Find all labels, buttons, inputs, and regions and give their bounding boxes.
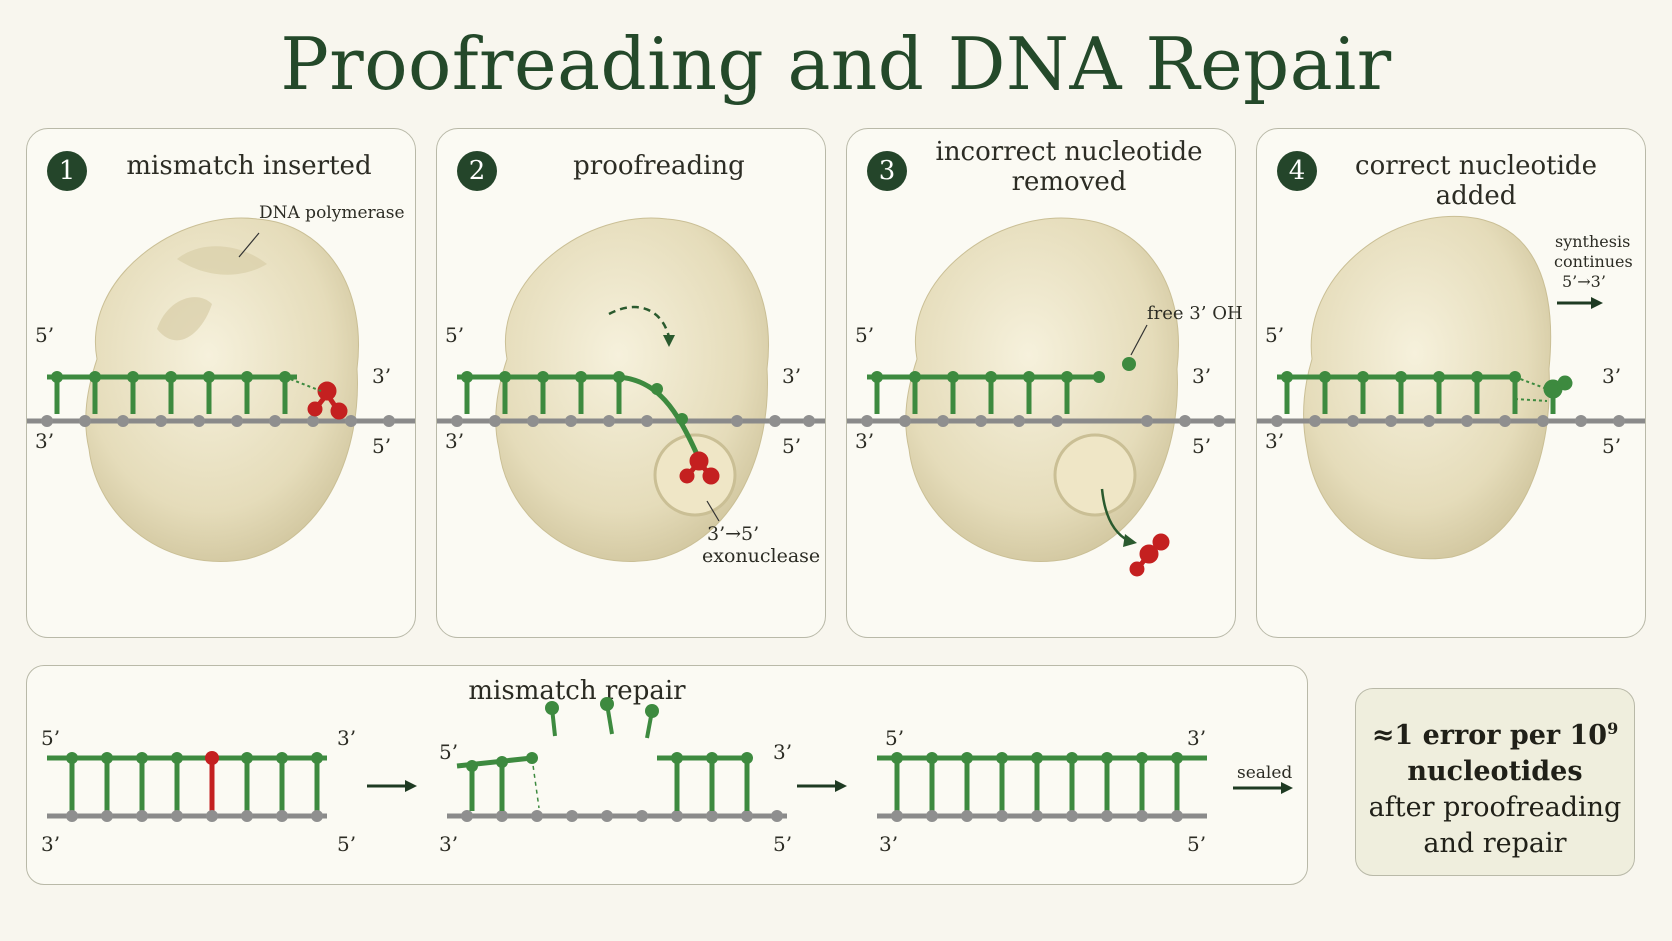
error-rate-line4: and repair — [1423, 828, 1567, 859]
mismatch-nucleotide — [205, 751, 219, 765]
panel-2-label: proofreading — [573, 151, 745, 181]
free-3-oh-label: free 3’ OH — [1147, 303, 1243, 324]
panel-2-illustration — [437, 217, 825, 562]
polymerase-body — [905, 217, 1179, 562]
synthesis-label: synthesis — [1555, 232, 1631, 251]
panel-1-label: mismatch inserted — [126, 151, 372, 181]
end-label: 3’ — [337, 726, 357, 750]
page-title: Proofreading and DNA Repair — [280, 22, 1392, 106]
error-rate-line3: after proofreading — [1368, 792, 1622, 823]
mismatch-nucleotide — [679, 451, 720, 485]
end-label: 3’ — [439, 832, 459, 856]
error-rate-exponent: 9 — [1607, 719, 1619, 738]
polymerase-body — [1303, 215, 1552, 560]
end-label: 5’ — [773, 832, 793, 856]
end-label: 3’ — [879, 832, 899, 856]
panel-3-label-line1: incorrect nucleotide — [935, 137, 1203, 167]
exonuclease-label: exonuclease — [702, 545, 821, 567]
mismatch-repair-panel: mismatch repair — [26, 665, 1308, 885]
end-label: 3’ — [773, 740, 793, 764]
panel-3-illustration — [847, 217, 1235, 577]
end-label: 3’ — [372, 364, 392, 388]
end-label: 3’ — [1192, 364, 1212, 388]
end-label: 5’ — [445, 323, 465, 347]
end-label: 5’ — [1192, 434, 1212, 458]
free-3-oh-dot — [1122, 357, 1136, 371]
error-rate-box: ≈1 error per 109 nucleotides after proof… — [1355, 688, 1635, 876]
exonuclease-pocket — [1053, 433, 1137, 517]
end-label: 5’ — [1602, 434, 1622, 458]
end-label: 5’ — [1265, 323, 1285, 347]
sealed-label: sealed — [1237, 763, 1293, 783]
step-number-4: 4 — [1277, 151, 1317, 191]
end-label: 3’ — [35, 429, 55, 453]
panel-incorrect-removed: 3 incorrect nucleotide removed free 3’ O… — [846, 128, 1243, 638]
panel-mismatch-inserted: 1 mismatch inserted DNA polymerase 5’ 3’… — [26, 128, 416, 638]
end-label: 3’ — [1187, 726, 1207, 750]
error-rate-text: ≈1 error per 10 — [1371, 720, 1608, 751]
direction-label: 5’→3’ — [1562, 272, 1606, 291]
repair-stage-resynthesis — [877, 752, 1207, 822]
polymerase-body — [85, 217, 359, 562]
panel-4-illustration — [1257, 215, 1645, 560]
repair-illustration — [47, 697, 1293, 822]
repair-title: mismatch repair — [468, 676, 686, 706]
panel-proofreading: 2 proofreading 3’→5’ exonuclease 5’ 3’ 3… — [436, 128, 826, 638]
end-label: 5’ — [35, 323, 55, 347]
end-label: 3’ — [855, 429, 875, 453]
end-label: 3’ — [1602, 364, 1622, 388]
continues-label: continues — [1554, 252, 1633, 271]
step-number-3: 3 — [867, 151, 907, 191]
end-label: 5’ — [439, 740, 459, 764]
end-label: 5’ — [337, 832, 357, 856]
panel-1-illustration — [27, 217, 415, 562]
end-label: 5’ — [855, 323, 875, 347]
panel-correct-added: 4 correct nucleotide added synthesis con… — [1256, 128, 1646, 638]
removed-nucleotide — [1129, 533, 1170, 577]
end-label: 5’ — [41, 726, 61, 750]
end-label: 3’ — [445, 429, 465, 453]
end-label: 5’ — [372, 434, 392, 458]
correct-nucleotide — [1543, 375, 1573, 414]
dna-polymerase-label: DNA polymerase — [259, 203, 405, 223]
end-label: 5’ — [885, 726, 905, 750]
repair-stage-excision — [447, 697, 787, 822]
proofreading-arrow — [608, 305, 671, 338]
error-rate-line2: nucleotides — [1407, 756, 1583, 787]
step-number-1: 1 — [47, 151, 87, 191]
exonuclease-pocket — [653, 433, 737, 517]
end-label: 3’ — [41, 832, 61, 856]
end-label: 5’ — [782, 434, 802, 458]
panel-4-label: correct nucleotide added — [1355, 151, 1597, 211]
end-label: 3’ — [782, 364, 802, 388]
end-label: 3’ — [1265, 429, 1285, 453]
end-label: 5’ — [1187, 832, 1207, 856]
polymerase-body — [495, 217, 769, 562]
panel-3-label-line2: removed — [1011, 167, 1127, 197]
exonuclease-direction-label: 3’→5’ — [707, 523, 760, 545]
step-number-2: 2 — [457, 151, 497, 191]
error-rate-line1: ≈1 error per 109 — [1356, 711, 1634, 754]
repair-stage-mismatch — [47, 751, 327, 822]
